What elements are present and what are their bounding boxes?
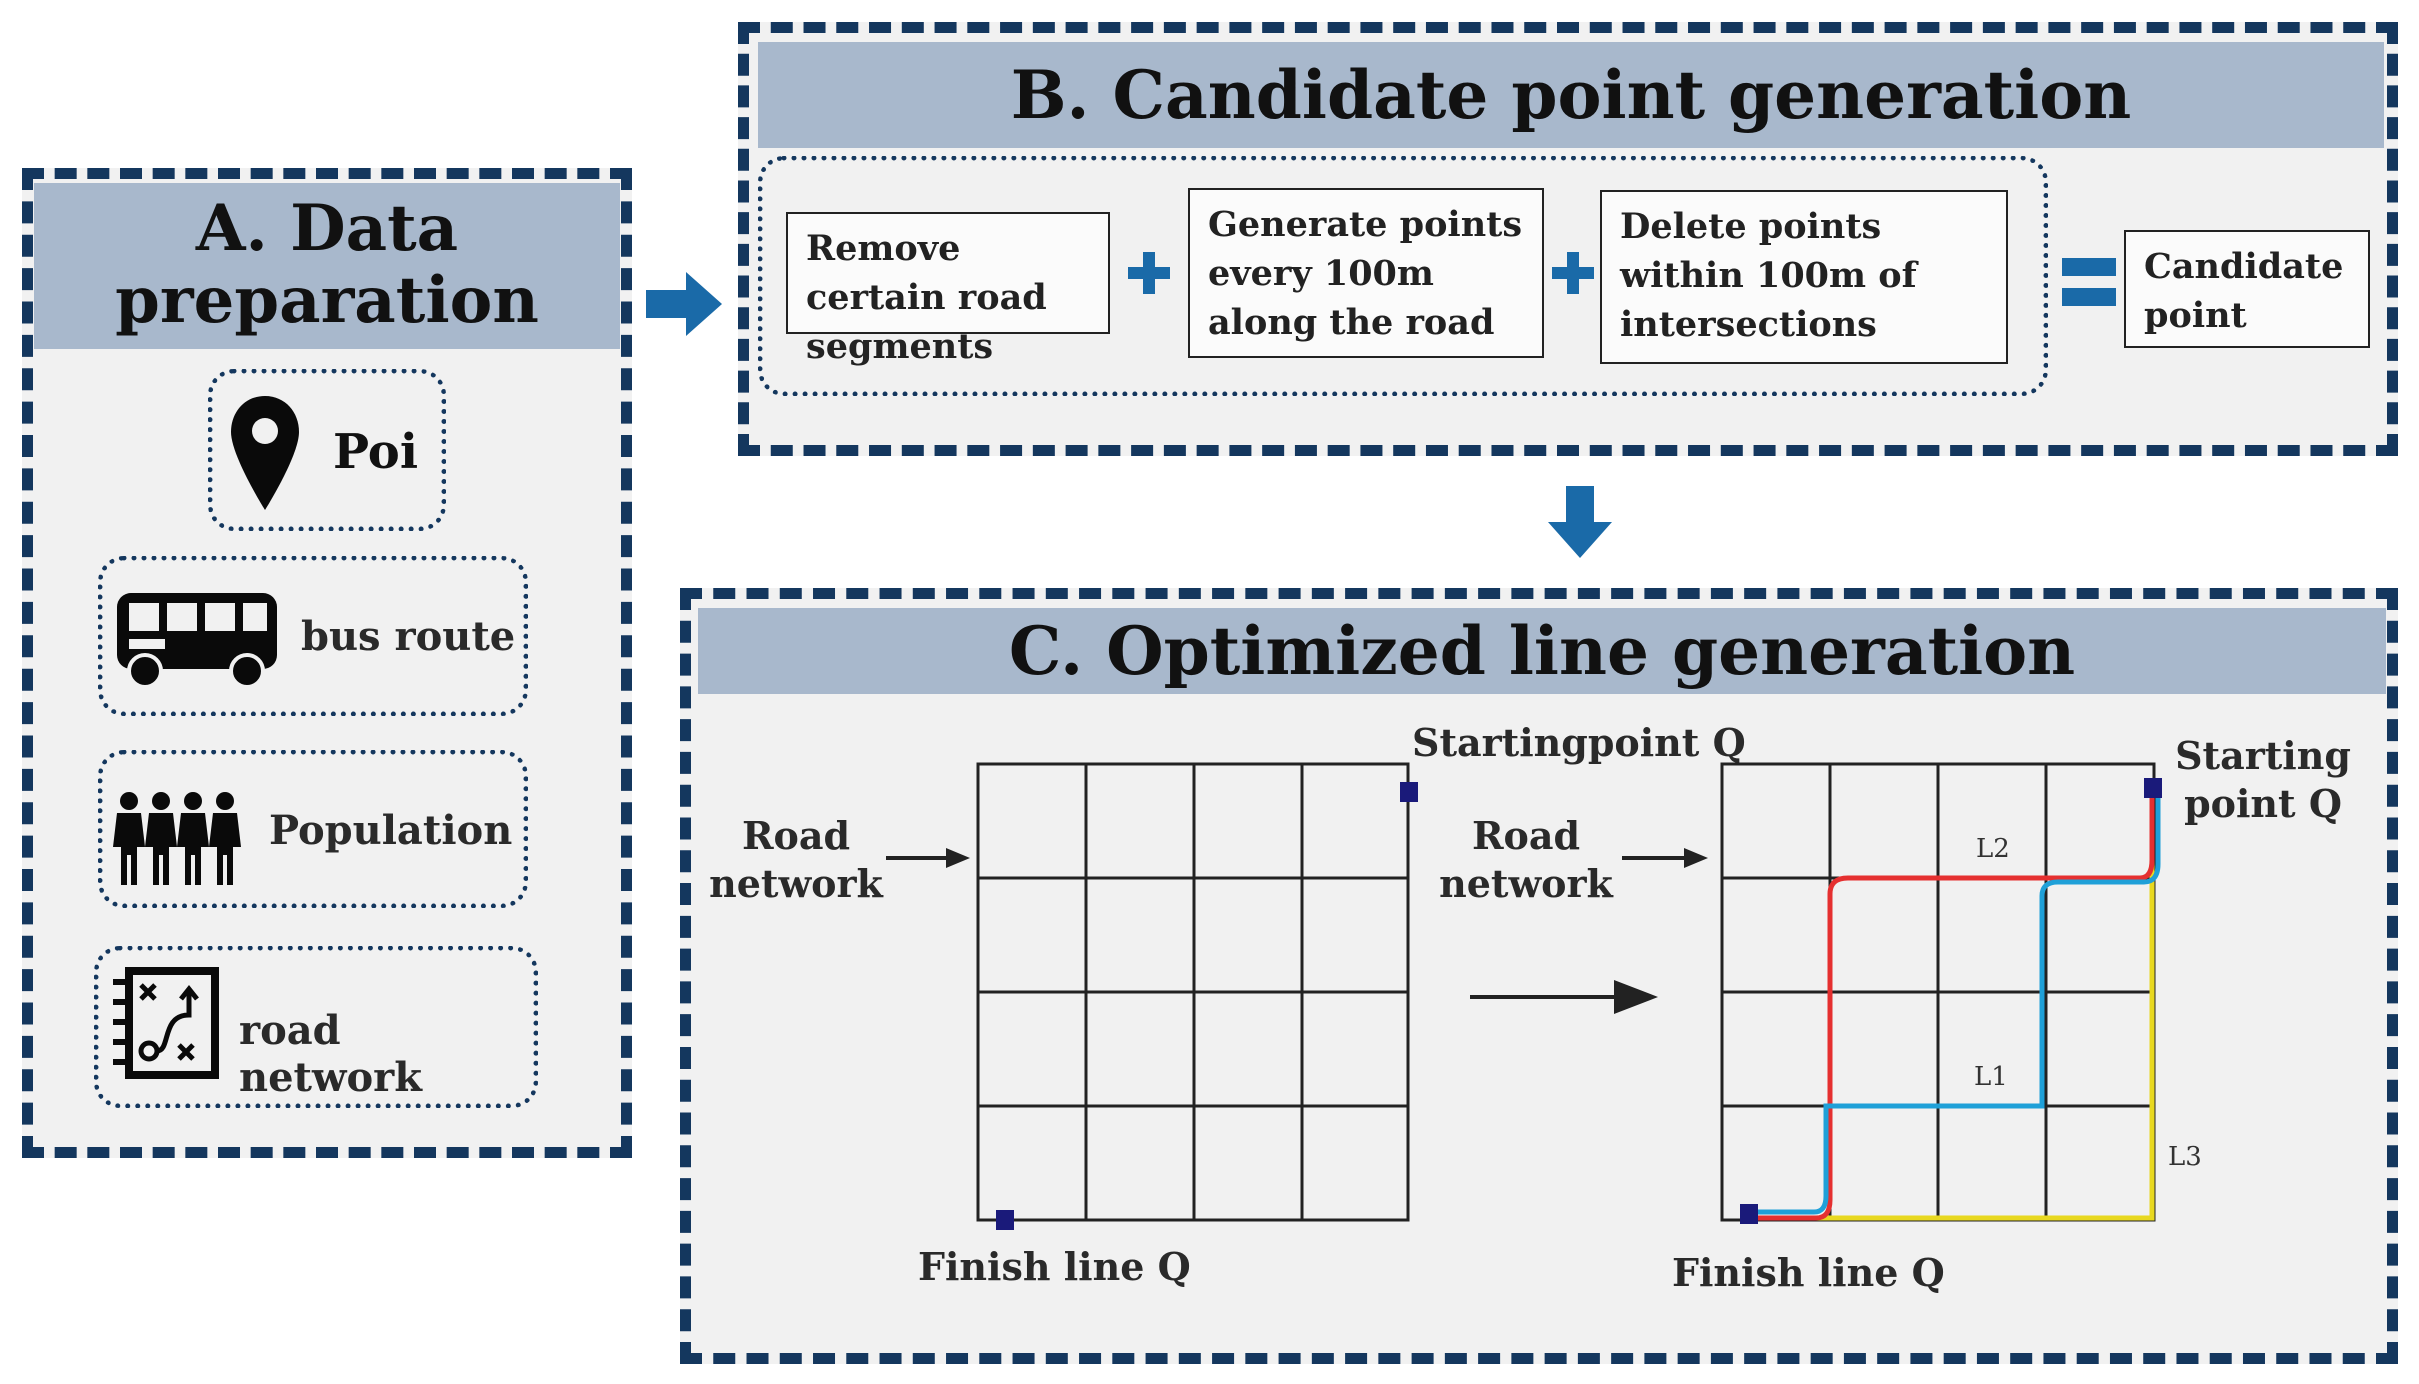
bus-icon	[117, 593, 277, 689]
arrow-right-icon	[886, 848, 970, 868]
data-item-bus-route: bus route	[98, 556, 528, 716]
plus-icon	[1552, 252, 1594, 294]
left-road-network-label: Road network	[706, 812, 886, 908]
panel-a-header: A. Data preparation	[34, 183, 620, 349]
finish-node	[1740, 1204, 1758, 1224]
right-road-label-line2: network	[1439, 861, 1613, 906]
left-road-label-line2: network	[709, 861, 883, 906]
data-item-poi: Poi	[208, 369, 446, 531]
data-item-bus-route-label: bus route	[301, 613, 516, 660]
plus-icon	[1128, 252, 1170, 294]
finish-node	[996, 1210, 1014, 1230]
right-finish-label: Finish line Q	[1672, 1250, 1945, 1295]
data-item-population-label: Population	[269, 807, 513, 854]
arrow-right-icon	[646, 272, 722, 336]
right-road-network-label: Road network	[1436, 812, 1616, 908]
panel-a-title-line1: A. Data	[195, 191, 459, 266]
data-item-poi-label: Poi	[333, 424, 419, 480]
arrow-right-icon	[1470, 980, 1658, 1014]
panel-a-title-line2: preparation	[115, 263, 539, 338]
route-label-l1: L1	[1974, 1062, 2008, 1092]
start-node	[1400, 782, 1418, 802]
right-start-label: Starting point Q	[2168, 732, 2358, 828]
left-start-label: Startingpoint Q	[1412, 720, 1746, 765]
panel-b-header: B. Candidate point generation	[758, 42, 2384, 148]
step-group	[758, 156, 2048, 396]
result-candidate-point: Candidate point	[2124, 230, 2370, 348]
right-road-label-line1: Road	[1471, 813, 1581, 858]
location-pin-icon	[231, 396, 299, 510]
route-label-l2: L2	[1976, 834, 2010, 864]
route-label-l3: L3	[2168, 1142, 2202, 1172]
panel-optimized-line-generation	[680, 588, 2398, 1364]
people-icon	[113, 792, 241, 885]
road-network-grid-left	[976, 762, 1418, 1230]
data-item-road-network: road network	[94, 946, 538, 1108]
left-road-label-line1: Road	[741, 813, 851, 858]
equals-icon	[2062, 258, 2116, 306]
route-plan-icon	[113, 967, 219, 1079]
right-start-label-line2: point Q	[2184, 781, 2342, 826]
road-network-grid-right	[1720, 762, 2162, 1224]
step-remove-road-segments: Remove certain road segments	[786, 212, 1110, 367]
arrow-down-icon	[1548, 486, 1612, 558]
left-finish-label: Finish line Q	[918, 1244, 1191, 1289]
route-l1-line	[1748, 790, 2161, 1215]
arrow-right-icon	[1622, 848, 1708, 868]
route-l2-line	[1748, 790, 2155, 1221]
step-delete-points: Delete points within 100m of intersectio…	[1600, 190, 2008, 364]
route-l3-line	[1748, 790, 2155, 1221]
start-node	[2144, 778, 2162, 798]
data-item-population: Population	[98, 750, 528, 908]
step-generate-points: Generate points every 100m along the roa…	[1188, 188, 1544, 358]
right-start-label-line1: Starting	[2175, 733, 2351, 778]
panel-c-header: C. Optimized line generation	[698, 608, 2386, 694]
data-item-road-network-label: road network	[239, 1007, 422, 1101]
